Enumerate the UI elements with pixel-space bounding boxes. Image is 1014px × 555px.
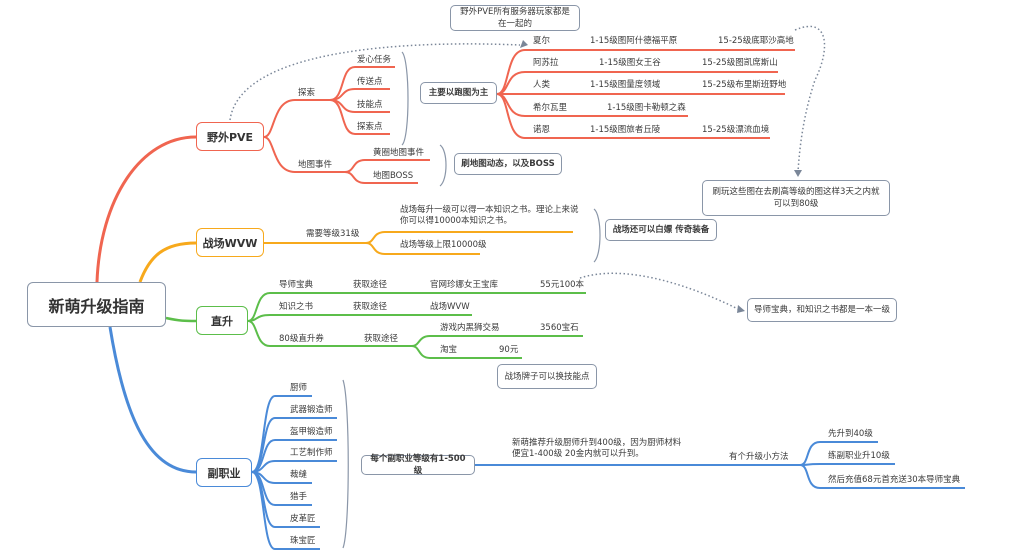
ticket-price[interactable]: 90元 <box>499 345 519 355</box>
sub-method[interactable]: 然后充值68元首充送30本导师宝典 <box>828 475 961 485</box>
wvw-item[interactable]: 战场等级上限10000级 <box>400 240 487 250</box>
note-one-book-one-level[interactable]: 导师宝典，和知识之书都是一本一级 <box>747 298 897 322</box>
note-pve-servers[interactable]: 野外PVE所有服务器玩家都是在一起的 <box>450 5 580 31</box>
note-badge-exchange[interactable]: 战场牌子可以换技能点 <box>497 364 597 389</box>
profession-item[interactable]: 猎手 <box>290 492 308 502</box>
event-item[interactable]: 地图BOSS <box>373 171 414 181</box>
direct-name[interactable]: 知识之书 <box>279 302 314 312</box>
profession-item[interactable]: 盔甲锻造师 <box>290 427 333 437</box>
map-low[interactable]: 1-15级图量度领域 <box>590 80 661 90</box>
map-low[interactable]: 1-15级图女王谷 <box>599 58 661 68</box>
ticket-via[interactable]: 获取途径 <box>364 334 399 344</box>
profession-item[interactable]: 工艺制作师 <box>290 448 333 458</box>
map-high[interactable]: 15-25级底耶沙高地 <box>718 36 794 46</box>
branch-wvw[interactable]: 战场WVW <box>196 228 264 257</box>
direct-source[interactable]: 战场WVW <box>430 302 470 312</box>
explore-item[interactable]: 探索点 <box>357 122 383 132</box>
map-race[interactable]: 阿苏拉 <box>533 58 559 68</box>
ticket-source[interactable]: 游戏内黑狮交易 <box>440 323 500 333</box>
profession-item[interactable]: 皮革匠 <box>290 514 316 524</box>
map-high[interactable]: 15-25级布里斯班野地 <box>702 80 787 90</box>
ticket-source[interactable]: 淘宝 <box>440 345 458 355</box>
sub-method[interactable]: 练副职业升10级 <box>828 451 890 461</box>
connector-root-wvw <box>138 241 197 283</box>
map-race[interactable]: 人类 <box>533 80 551 90</box>
profession-item[interactable]: 武器锻造师 <box>290 405 333 415</box>
ticket-price[interactable]: 3560宝石 <box>540 323 579 333</box>
map-race[interactable]: 希尔瓦里 <box>533 103 568 113</box>
wvw-item[interactable]: 战场每升一级可以得一本知识之书。理论上来说你可以得10000本知识之书。 <box>400 205 579 226</box>
summary-wvw[interactable]: 战场还可以白嫖 传奇装备 <box>605 219 717 241</box>
direct-price[interactable]: 55元100本 <box>540 280 585 290</box>
direct-via[interactable]: 获取途径 <box>353 302 388 312</box>
summary-sub-levels[interactable]: 每个副职业等级有1-500级 <box>361 454 475 476</box>
root-topic[interactable]: 新萌升级指南 <box>27 282 166 327</box>
map-race[interactable]: 夏尔 <box>533 36 551 46</box>
summary-events[interactable]: 刷地图动态，以及BOSS <box>454 153 562 175</box>
map-low[interactable]: 1-15级图卡勒顿之森 <box>607 103 686 113</box>
note-leveling-speed[interactable]: 刷玩这些图在去刷高等级的图这样3天之内就可以到80级 <box>702 180 890 216</box>
topic-explore[interactable]: 探索 <box>298 88 316 98</box>
connector-root-pve <box>95 135 197 283</box>
direct-source[interactable]: 官网珍娜女王宝库 <box>430 280 499 290</box>
sub-method[interactable]: 先升到40级 <box>828 429 873 439</box>
map-race[interactable]: 诺恩 <box>533 125 551 135</box>
map-high[interactable]: 15-25级漂流血境 <box>702 125 770 135</box>
profession-item[interactable]: 珠宝匠 <box>290 536 316 546</box>
ticket-name[interactable]: 80级直升券 <box>279 334 324 344</box>
branch-sub-profession[interactable]: 副职业 <box>196 458 252 487</box>
explore-item[interactable]: 传送点 <box>357 77 383 87</box>
topic-map-events[interactable]: 地图事件 <box>298 160 333 170</box>
connector-root-sub <box>108 326 197 474</box>
summary-explore[interactable]: 主要以跑图为主 <box>420 82 497 104</box>
explore-item[interactable]: 技能点 <box>357 100 383 110</box>
direct-via[interactable]: 获取途径 <box>353 280 388 290</box>
sub-method-label[interactable]: 有个升级小方法 <box>729 452 789 462</box>
branch-direct[interactable]: 直升 <box>196 306 248 335</box>
map-low[interactable]: 1-15级图阿什德福平原 <box>590 36 678 46</box>
branch-pve[interactable]: 野外PVE <box>196 122 264 151</box>
map-high[interactable]: 15-25级图凯席斯山 <box>702 58 778 68</box>
explore-item[interactable]: 爱心任务 <box>357 55 392 65</box>
wvw-requirement[interactable]: 需要等级31级 <box>306 229 360 239</box>
connector-root-direct <box>165 316 197 323</box>
event-item[interactable]: 黄圈地图事件 <box>373 148 425 158</box>
profession-item[interactable]: 厨师 <box>290 383 308 393</box>
profession-item[interactable]: 裁缝 <box>290 470 308 480</box>
map-low[interactable]: 1-15级图旅者丘陵 <box>590 125 661 135</box>
direct-name[interactable]: 导师宝典 <box>279 280 314 290</box>
sub-advice[interactable]: 新萌推荐升级厨师升到400级，因为厨师材料便宜1-400级 20金内就可以升到。 <box>512 438 682 459</box>
